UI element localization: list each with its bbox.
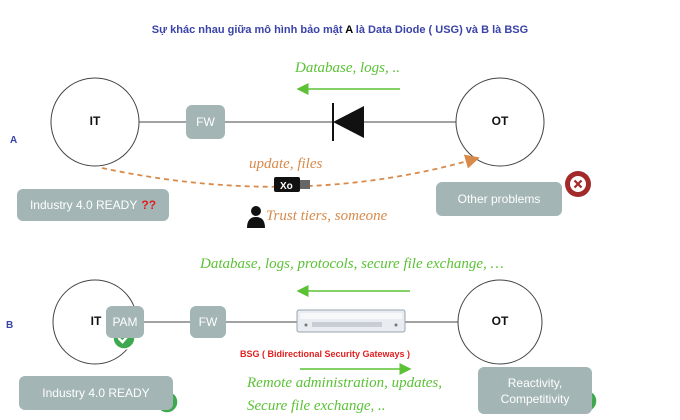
trust-tiers-label: Trust tiers, someone bbox=[266, 208, 388, 224]
diagram-title: Sự khác nhau giữa mô hình bảo mật A là D… bbox=[0, 24, 680, 36]
it-node-label-a: IT bbox=[89, 114, 101, 128]
title-text-1: Sự khác nhau giữa mô hình bảo mật bbox=[151, 24, 346, 36]
title-key-b: B bbox=[481, 24, 490, 36]
update-files-label-a: update, files bbox=[249, 156, 323, 172]
error-x-icon bbox=[565, 171, 591, 197]
industry-ready-box-a: Industry 4.0 READY?? bbox=[17, 189, 169, 221]
bsg-label: BSG ( Bidirectional Security Gateways ) bbox=[240, 349, 411, 359]
bsg-appliance-icon bbox=[296, 309, 406, 333]
reactivity-text: Reactivity, bbox=[507, 375, 563, 390]
question-marks: ?? bbox=[141, 198, 157, 212]
title-text-3: là BSG bbox=[489, 24, 529, 36]
title-key-a: A bbox=[345, 24, 353, 36]
person-icon bbox=[247, 206, 265, 228]
ot-node-label-a: OT bbox=[491, 114, 509, 128]
remote-admin-label-2: Secure file exchange, .. bbox=[247, 398, 386, 414]
ot-node-label-b: OT bbox=[491, 314, 509, 328]
remote-admin-label-1: Remote administration, updates, bbox=[247, 375, 442, 391]
firewall-box-a: FW bbox=[186, 105, 225, 139]
industry-ready-text-a: Industry 4.0 READY bbox=[29, 198, 138, 212]
data-diode-icon bbox=[333, 106, 364, 138]
it-node-label-b: IT bbox=[90, 314, 102, 328]
section-a-label: A bbox=[10, 135, 18, 146]
competitivity-text: Competitivity bbox=[500, 391, 570, 406]
db-logs-protocols-label-b: Database, logs, protocols, secure file e… bbox=[200, 256, 504, 272]
pam-box: PAM bbox=[106, 306, 144, 338]
usb-label: Xo bbox=[280, 181, 293, 192]
industry-ready-box-b: Industry 4.0 READY bbox=[19, 376, 173, 410]
other-problems-box: Other problems bbox=[436, 182, 562, 216]
usb-stick-icon bbox=[274, 177, 310, 192]
reactivity-box: Reactivity, Competitivity bbox=[478, 367, 592, 414]
firewall-box-b: FW bbox=[190, 306, 226, 338]
section-b-label: B bbox=[6, 320, 14, 331]
title-text-2: là Data Diode ( USG) và bbox=[352, 24, 482, 36]
db-logs-label-a: Database, logs, .. bbox=[295, 60, 400, 76]
